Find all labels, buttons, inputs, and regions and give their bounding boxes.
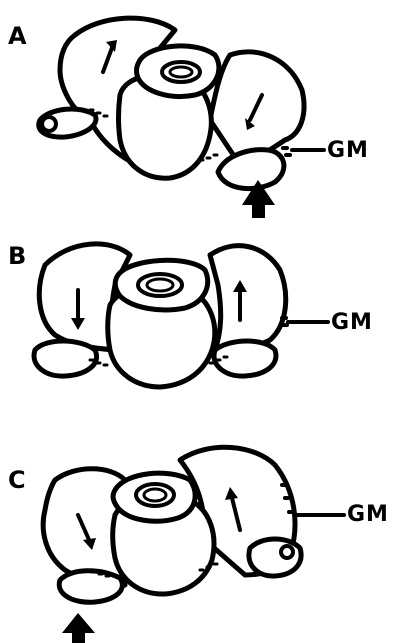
left-ischium xyxy=(34,341,97,376)
gm-label: GM xyxy=(331,310,373,335)
vertebra xyxy=(115,260,207,310)
panel-c: C GM xyxy=(0,430,401,643)
pelvis-drawing-tilted-right xyxy=(0,430,401,643)
right-ischium xyxy=(214,341,276,376)
vertebra xyxy=(137,46,219,97)
left-ischium xyxy=(39,109,96,137)
right-ilium xyxy=(210,246,286,350)
force-arrow-up xyxy=(62,613,95,643)
pelvis-drawing-tilted-left xyxy=(0,0,401,215)
gm-label: GM xyxy=(327,138,369,163)
vertebra xyxy=(113,473,195,521)
panel-a: A GM xyxy=(0,0,401,215)
right-ischium xyxy=(249,539,301,576)
panel-b: B GM xyxy=(0,220,401,410)
left-ischium xyxy=(59,571,122,603)
gm-label: GM xyxy=(347,502,389,527)
right-ischium xyxy=(218,150,284,189)
gm-muscle-marks xyxy=(283,148,290,155)
